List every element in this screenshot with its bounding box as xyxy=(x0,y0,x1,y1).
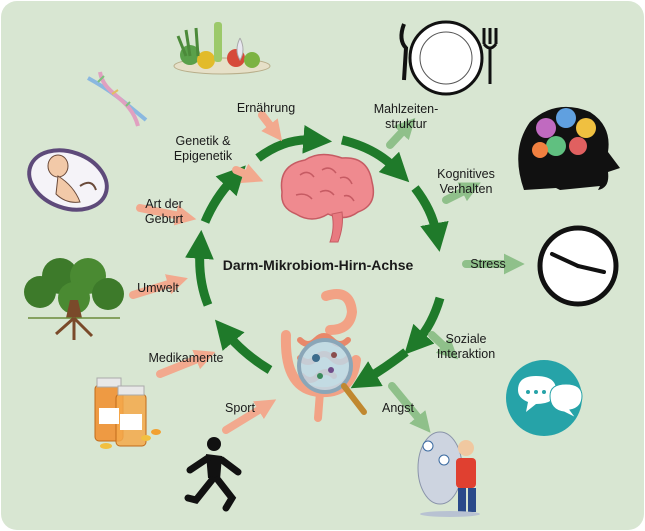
label-mahlzeiten-line: Mahlzeiten- xyxy=(374,102,439,116)
brain-head-icon xyxy=(518,106,620,190)
influence-arrow-medikamente xyxy=(156,349,216,378)
influence-arrow-umwelt xyxy=(129,274,188,299)
label-sozial-line: Interaktion xyxy=(437,347,495,361)
runner-icon xyxy=(184,437,242,512)
label-genetik-line: Genetik & xyxy=(176,134,232,148)
influence-arrow-genetik xyxy=(232,163,264,183)
cycle-arrow-6 xyxy=(214,319,273,374)
influence-arrow-sport xyxy=(222,399,277,434)
clock-icon xyxy=(537,225,619,307)
cycle-arrow-5 xyxy=(350,348,409,389)
cycle-arrow-4 xyxy=(404,296,445,355)
label-genetik: Genetik &Epigenetik xyxy=(174,134,233,163)
tree-icon xyxy=(24,258,124,340)
cycle-arrow-7 xyxy=(185,229,214,307)
label-stress-line: Stress xyxy=(470,257,505,271)
label-umwelt: Umwelt xyxy=(137,281,179,295)
influence-arrow-ernaehrung xyxy=(258,111,283,142)
label-kognitiv-line: Verhalten xyxy=(440,182,493,196)
influence-arrows xyxy=(129,111,283,434)
cycle-arrow-2 xyxy=(340,135,410,183)
cycle-arrow-8 xyxy=(200,165,246,224)
effect-arrows xyxy=(386,117,525,433)
label-stress: Stress xyxy=(470,257,505,271)
effect-arrow-sozial xyxy=(428,331,459,360)
dna-icon xyxy=(87,71,148,127)
effect-arrow-mahlzeiten xyxy=(386,117,416,149)
gut-microbiome-icon xyxy=(280,289,367,422)
label-angst-line: Angst xyxy=(382,401,414,415)
label-mahlzeiten: Mahlzeiten-struktur xyxy=(374,102,439,131)
speech-bubbles-icon xyxy=(506,360,583,436)
brain-icon xyxy=(280,153,375,243)
label-ernaehrung: Ernährung xyxy=(237,101,295,115)
label-geburt-line: Geburt xyxy=(145,212,184,226)
label-geburt-line: Art der xyxy=(145,197,183,211)
cycle-arrows xyxy=(185,125,449,389)
effect-arrow-angst xyxy=(388,382,431,433)
diagram-title: Darm-Mikrobiom-Hirn-Achse xyxy=(223,257,414,273)
label-mahlzeiten-line: struktur xyxy=(385,117,427,131)
label-angst: Angst xyxy=(382,401,414,415)
label-medikamente: Medikamente xyxy=(148,351,223,365)
influence-arrow-geburt xyxy=(136,204,197,226)
label-ernaehrung-line: Ernährung xyxy=(237,101,295,115)
label-umwelt-line: Umwelt xyxy=(137,281,179,295)
fetus-icon xyxy=(27,148,109,212)
label-kognitiv-line: Kognitives xyxy=(437,167,495,181)
label-sport-line: Sport xyxy=(225,401,255,415)
label-medikamente-line: Medikamente xyxy=(148,351,223,365)
cycle-arrow-3 xyxy=(411,185,449,252)
label-genetik-line: Epigenetik xyxy=(174,149,233,163)
food-bowl-icon xyxy=(173,22,271,75)
cycle-arrow-1 xyxy=(255,125,333,162)
pill-bottles-icon xyxy=(94,377,161,449)
plate-cutlery-icon xyxy=(399,20,498,96)
label-sport: Sport xyxy=(225,401,255,415)
effect-arrow-kognitiv xyxy=(442,182,481,204)
anxious-person-icon xyxy=(417,431,480,517)
label-sozial-line: Soziale xyxy=(446,332,487,346)
